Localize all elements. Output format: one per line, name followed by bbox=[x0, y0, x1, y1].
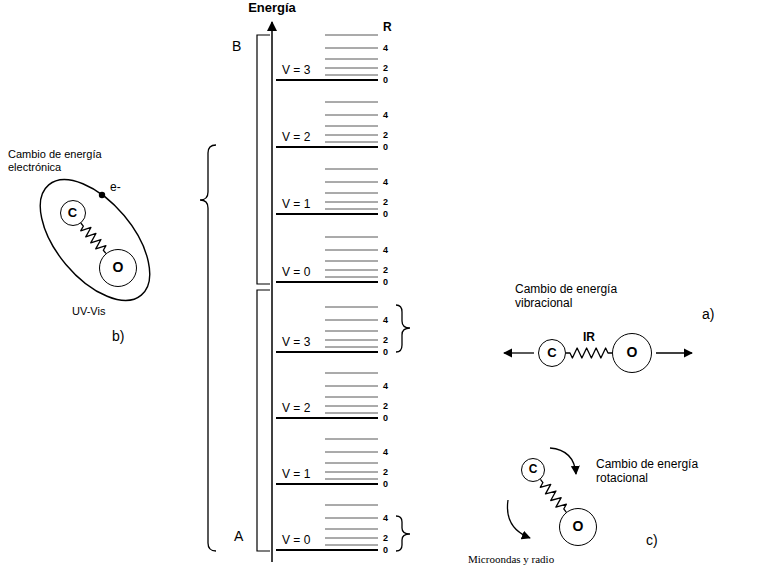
energy-axis bbox=[271, 22, 273, 562]
rotational-number: 0 bbox=[383, 545, 388, 555]
caption-text: Cambio de energía rotacional bbox=[596, 458, 708, 486]
band-name: Microondas y radio bbox=[468, 553, 554, 566]
vibrational-level: V = 3 bbox=[282, 336, 310, 350]
rotational-number: 4 bbox=[383, 43, 388, 53]
state-label: B bbox=[232, 38, 241, 54]
rotational-number: 2 bbox=[383, 533, 388, 543]
spring-bond bbox=[81, 223, 106, 253]
oxygen-atom: O bbox=[99, 249, 137, 287]
panel-letter: a) bbox=[702, 306, 714, 322]
rotational-number: 4 bbox=[383, 245, 388, 255]
rotational-number: 2 bbox=[383, 197, 388, 207]
rotational-number: 0 bbox=[383, 142, 388, 152]
stretch-arrow bbox=[656, 352, 692, 353]
state-label: A bbox=[234, 528, 243, 544]
rotational-number: 0 bbox=[383, 277, 388, 287]
stretch-arrow bbox=[504, 352, 534, 353]
rotational-number: 2 bbox=[383, 401, 388, 411]
oxygen-atom: O bbox=[559, 508, 597, 546]
atom-symbol: C bbox=[529, 463, 538, 476]
column-header: R bbox=[383, 21, 392, 35]
panel-letter: c) bbox=[646, 532, 658, 548]
rotational-number: 0 bbox=[383, 75, 388, 85]
rotational-number: 4 bbox=[383, 513, 388, 523]
spring-bond bbox=[540, 479, 566, 512]
rotational-number: 4 bbox=[383, 110, 388, 120]
rotational-number: 2 bbox=[383, 467, 388, 477]
panel-letter: b) bbox=[112, 328, 124, 344]
rotation-arrow bbox=[507, 500, 530, 538]
vibrational-level: V = 2 bbox=[282, 402, 310, 416]
vibrational-level: V = 2 bbox=[282, 131, 310, 145]
rotational-number: 0 bbox=[383, 347, 388, 357]
rotational-level-lines bbox=[325, 35, 378, 545]
spring-bond bbox=[566, 348, 612, 358]
rotational-number: 2 bbox=[383, 335, 388, 345]
rotation-arrow bbox=[550, 448, 576, 474]
rotational-number: 0 bbox=[383, 479, 388, 489]
vibrational-level: V = 3 bbox=[282, 64, 310, 78]
vibrational-level: V = 0 bbox=[282, 266, 310, 280]
vibrational-level-lines bbox=[276, 80, 378, 550]
rotational-number: 0 bbox=[383, 209, 388, 219]
vibrational-level: V = 1 bbox=[282, 468, 310, 482]
state-bracket bbox=[257, 35, 270, 284]
state-bracket bbox=[257, 290, 270, 551]
electron-label: e- bbox=[110, 181, 121, 194]
axis-title: Energía bbox=[248, 1, 296, 16]
carbon-atom: C bbox=[538, 339, 566, 367]
vibrational-level: V = 0 bbox=[282, 534, 310, 548]
electron-dot bbox=[99, 192, 105, 198]
atom-symbol: C bbox=[68, 206, 77, 220]
orbit-outline bbox=[30, 170, 160, 310]
rotational-number: 2 bbox=[383, 130, 388, 140]
atom-symbol: O bbox=[627, 345, 638, 360]
rotational-number: 4 bbox=[383, 381, 388, 391]
electron-orbit: e- C O bbox=[30, 170, 160, 310]
band-name: UV-Vis bbox=[72, 305, 105, 318]
caption-text: Cambio de energía electrónica bbox=[8, 148, 116, 173]
caption-text: Cambio de energía vibracional bbox=[515, 283, 627, 311]
vibrational-level: V = 1 bbox=[282, 198, 310, 212]
atom-symbol: C bbox=[547, 346, 556, 360]
oxygen-atom: O bbox=[612, 333, 652, 373]
rotational-number: 4 bbox=[383, 447, 388, 457]
rotational-number: 2 bbox=[383, 265, 388, 275]
rotational-number: 4 bbox=[383, 177, 388, 187]
vibrational-brace bbox=[396, 305, 410, 352]
atom-symbol: O bbox=[113, 260, 124, 275]
rotational-number: 2 bbox=[383, 63, 388, 73]
carbon-atom: C bbox=[60, 200, 86, 226]
orbit-ellipse bbox=[30, 170, 160, 310]
spectrum-region: IR bbox=[582, 331, 596, 344]
rotational-number: 0 bbox=[383, 413, 388, 423]
carbon-atom: C bbox=[521, 458, 545, 482]
atom-symbol: O bbox=[573, 519, 584, 534]
rotational-number: 4 bbox=[383, 315, 388, 325]
electronic-brace bbox=[200, 145, 216, 551]
rotational-brace bbox=[396, 516, 410, 551]
